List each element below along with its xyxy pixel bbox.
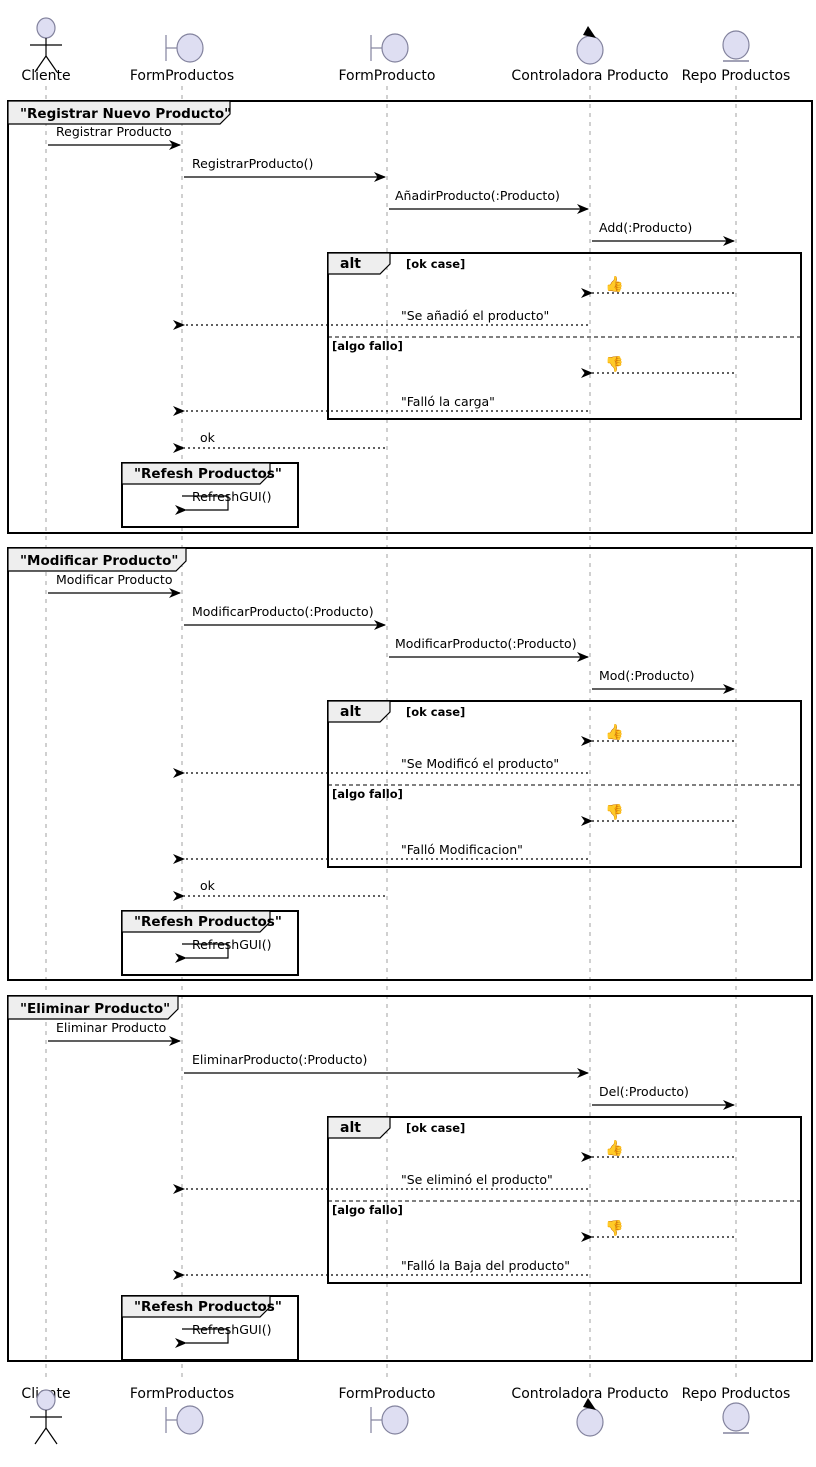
section-header-modificar-title: "Modificar Producto" — [20, 553, 178, 569]
actor-leg-left — [34, 55, 47, 73]
section-modificar: "Modificar Producto" Modificar ProductoMo… — [7, 547, 813, 981]
entity-circle-icon — [722, 1402, 750, 1432]
participant-label-foot-formproducto: FormProducto — [339, 1386, 436, 1402]
section-header-modificar-tab — [7, 547, 187, 572]
alt-message-eliminar-2-label: 👎 — [605, 1219, 624, 1237]
boundary-circle-icon — [381, 33, 409, 63]
actor-leg-left — [34, 1427, 47, 1445]
refresh-header-modificar-tab — [121, 910, 271, 933]
participant-label-head-cliente: Cliente — [21, 68, 70, 84]
self-message-label-modificar: RefreshGUI() — [192, 937, 271, 952]
participant-label-head-repo: Repo Productos — [682, 68, 791, 84]
alt-frame-modificar — [327, 700, 802, 868]
sections-layer: "Registrar Nuevo Producto" Registrar Prod… — [7, 100, 813, 1362]
alt-message-modificar-2-label: 👎 — [605, 803, 624, 821]
participant-label-head-controladora: Controladora Producto — [511, 68, 668, 84]
boundary-circle-icon — [176, 33, 204, 63]
alt-message-modificar-1-label: "Se Modificó el producto" — [401, 756, 559, 771]
participant-label-foot-controladora: Controladora Producto — [511, 1386, 668, 1402]
refresh-fragment-eliminar: "Refesh Productos" RefreshGUI() — [121, 1295, 299, 1361]
section-frame-modificar — [7, 547, 813, 981]
alt-frame-eliminar — [327, 1116, 802, 1284]
section-header-eliminar-title: "Eliminar Producto" — [20, 1001, 170, 1017]
message-eliminar-0-label: Eliminar Producto — [56, 1020, 166, 1035]
alt-message-eliminar-0-label: 👍 — [605, 1139, 624, 1157]
refresh-fragment-modificar: "Refesh Productos" RefreshGUI() — [121, 910, 299, 976]
message-registrar-2-label: AñadirProducto(:Producto) — [395, 188, 560, 203]
alt-message-modificar-0-label: 👍 — [605, 723, 624, 741]
self-message-modificar — [175, 943, 229, 963]
participant-label-foot-repo: Repo Productos — [682, 1386, 791, 1402]
alt-keyword-eliminar-title: alt — [340, 1120, 361, 1136]
alt-guard-eliminar-1: [algo fallo] — [332, 1203, 403, 1217]
control-arrow-icon — [583, 1398, 596, 1410]
message-registrar-3-label: Add(:Producto) — [599, 220, 692, 235]
self-message-label-eliminar: RefreshGUI() — [192, 1322, 271, 1337]
alt-message-registrar-2-label: 👎 — [605, 355, 624, 373]
alt-message-registrar-3-label: "Falló la carga" — [401, 394, 495, 409]
alt-keyword-eliminar-tab — [327, 1116, 391, 1139]
refresh-header-eliminar-title: "Refesh Productos" — [134, 1299, 282, 1315]
section-header-registrar-tab — [7, 100, 231, 125]
refresh-header-modificar-title: "Refesh Productos" — [134, 914, 282, 930]
message-registrar-0-label: Registrar Producto — [56, 124, 172, 139]
actor-head-icon — [36, 17, 56, 39]
alt-guard-modificar-1: [algo fallo] — [332, 787, 403, 801]
section-eliminar: "Eliminar Producto" Eliminar ProductoElim… — [7, 995, 813, 1362]
alt-guard-registrar-1: [algo fallo] — [332, 339, 403, 353]
alt-frame-registrar — [327, 252, 802, 420]
message-eliminar-2-label: Del(:Producto) — [599, 1084, 689, 1099]
alt-message-modificar-3-label: "Falló Modificacion" — [401, 842, 523, 857]
return-message-modificar-0-label: ok — [200, 878, 216, 893]
boundary-circle-icon — [381, 1405, 409, 1435]
refresh-header-registrar-title: "Refesh Productos" — [134, 466, 282, 482]
message-modificar-2-label: ModificarProducto(:Producto) — [395, 636, 577, 651]
actor-head-icon — [36, 1389, 56, 1411]
return-message-registrar-0-label: ok — [200, 430, 216, 445]
self-message-eliminar — [175, 1328, 229, 1348]
self-message-label-registrar: RefreshGUI() — [192, 489, 271, 504]
control-circle-icon — [576, 1407, 604, 1437]
refresh-fragment-registrar: "Refesh Productos" RefreshGUI() — [121, 462, 299, 528]
message-modificar-1-label: ModificarProducto(:Producto) — [192, 604, 374, 619]
alt-guard-registrar-0: [ok case] — [406, 257, 465, 271]
alt-keyword-registrar-tab — [327, 252, 391, 275]
alt-guard-modificar-0: [ok case] — [406, 705, 465, 719]
control-circle-icon — [576, 35, 604, 65]
alt-keyword-modificar-tab — [327, 700, 391, 723]
alt-fragment-eliminar: alt [ok case] [algo fallo] 👍 "Se eliminó el … — [173, 1116, 802, 1284]
boundary-circle-icon — [176, 1405, 204, 1435]
actor-leg-right — [45, 1427, 58, 1445]
entity-circle-icon — [722, 30, 750, 60]
participant-label-head-formproductos: FormProductos — [130, 68, 234, 84]
section-frame-eliminar — [7, 995, 813, 1362]
alt-guard-eliminar-0: [ok case] — [406, 1121, 465, 1135]
participant-label-foot-formproductos: FormProductos — [130, 1386, 234, 1402]
alt-keyword-modificar-title: alt — [340, 704, 361, 720]
participant-label-head-formproducto: FormProducto — [339, 68, 436, 84]
message-registrar-1-label: RegistrarProducto() — [192, 156, 313, 171]
refresh-header-eliminar-tab — [121, 1295, 271, 1318]
participant-heads-layer: ClienteClienteFormProductosFormProductos… — [21, 17, 791, 1445]
alt-message-registrar-1-label: "Se añadió el producto" — [401, 308, 549, 323]
message-modificar-0-label: Modificar Producto — [56, 572, 172, 587]
alt-fragment-modificar: alt [ok case] [algo fallo] 👍 "Se Modificó el… — [173, 700, 802, 868]
alt-message-registrar-0-label: 👍 — [605, 275, 624, 293]
alt-fragment-registrar: alt [ok case] [algo fallo] 👍 "Se añadió el p… — [173, 252, 802, 420]
refresh-header-registrar-tab — [121, 462, 271, 485]
message-modificar-3-label: Mod(:Producto) — [599, 668, 694, 683]
message-eliminar-1-label: EliminarProducto(:Producto) — [192, 1052, 367, 1067]
actor-leg-right — [45, 55, 58, 73]
alt-message-eliminar-3-label: "Falló la Baja del producto" — [401, 1258, 570, 1273]
alt-message-eliminar-1-label: "Se eliminó el producto" — [401, 1172, 553, 1187]
self-message-registrar — [175, 495, 229, 515]
section-frame-registrar — [7, 100, 813, 534]
control-arrow-icon — [583, 26, 596, 38]
alt-keyword-registrar-title: alt — [340, 256, 361, 272]
section-header-registrar-title: "Registrar Nuevo Producto" — [20, 106, 231, 122]
section-registrar: "Registrar Nuevo Producto" Registrar Prod… — [7, 100, 813, 534]
section-header-eliminar-tab — [7, 995, 179, 1020]
